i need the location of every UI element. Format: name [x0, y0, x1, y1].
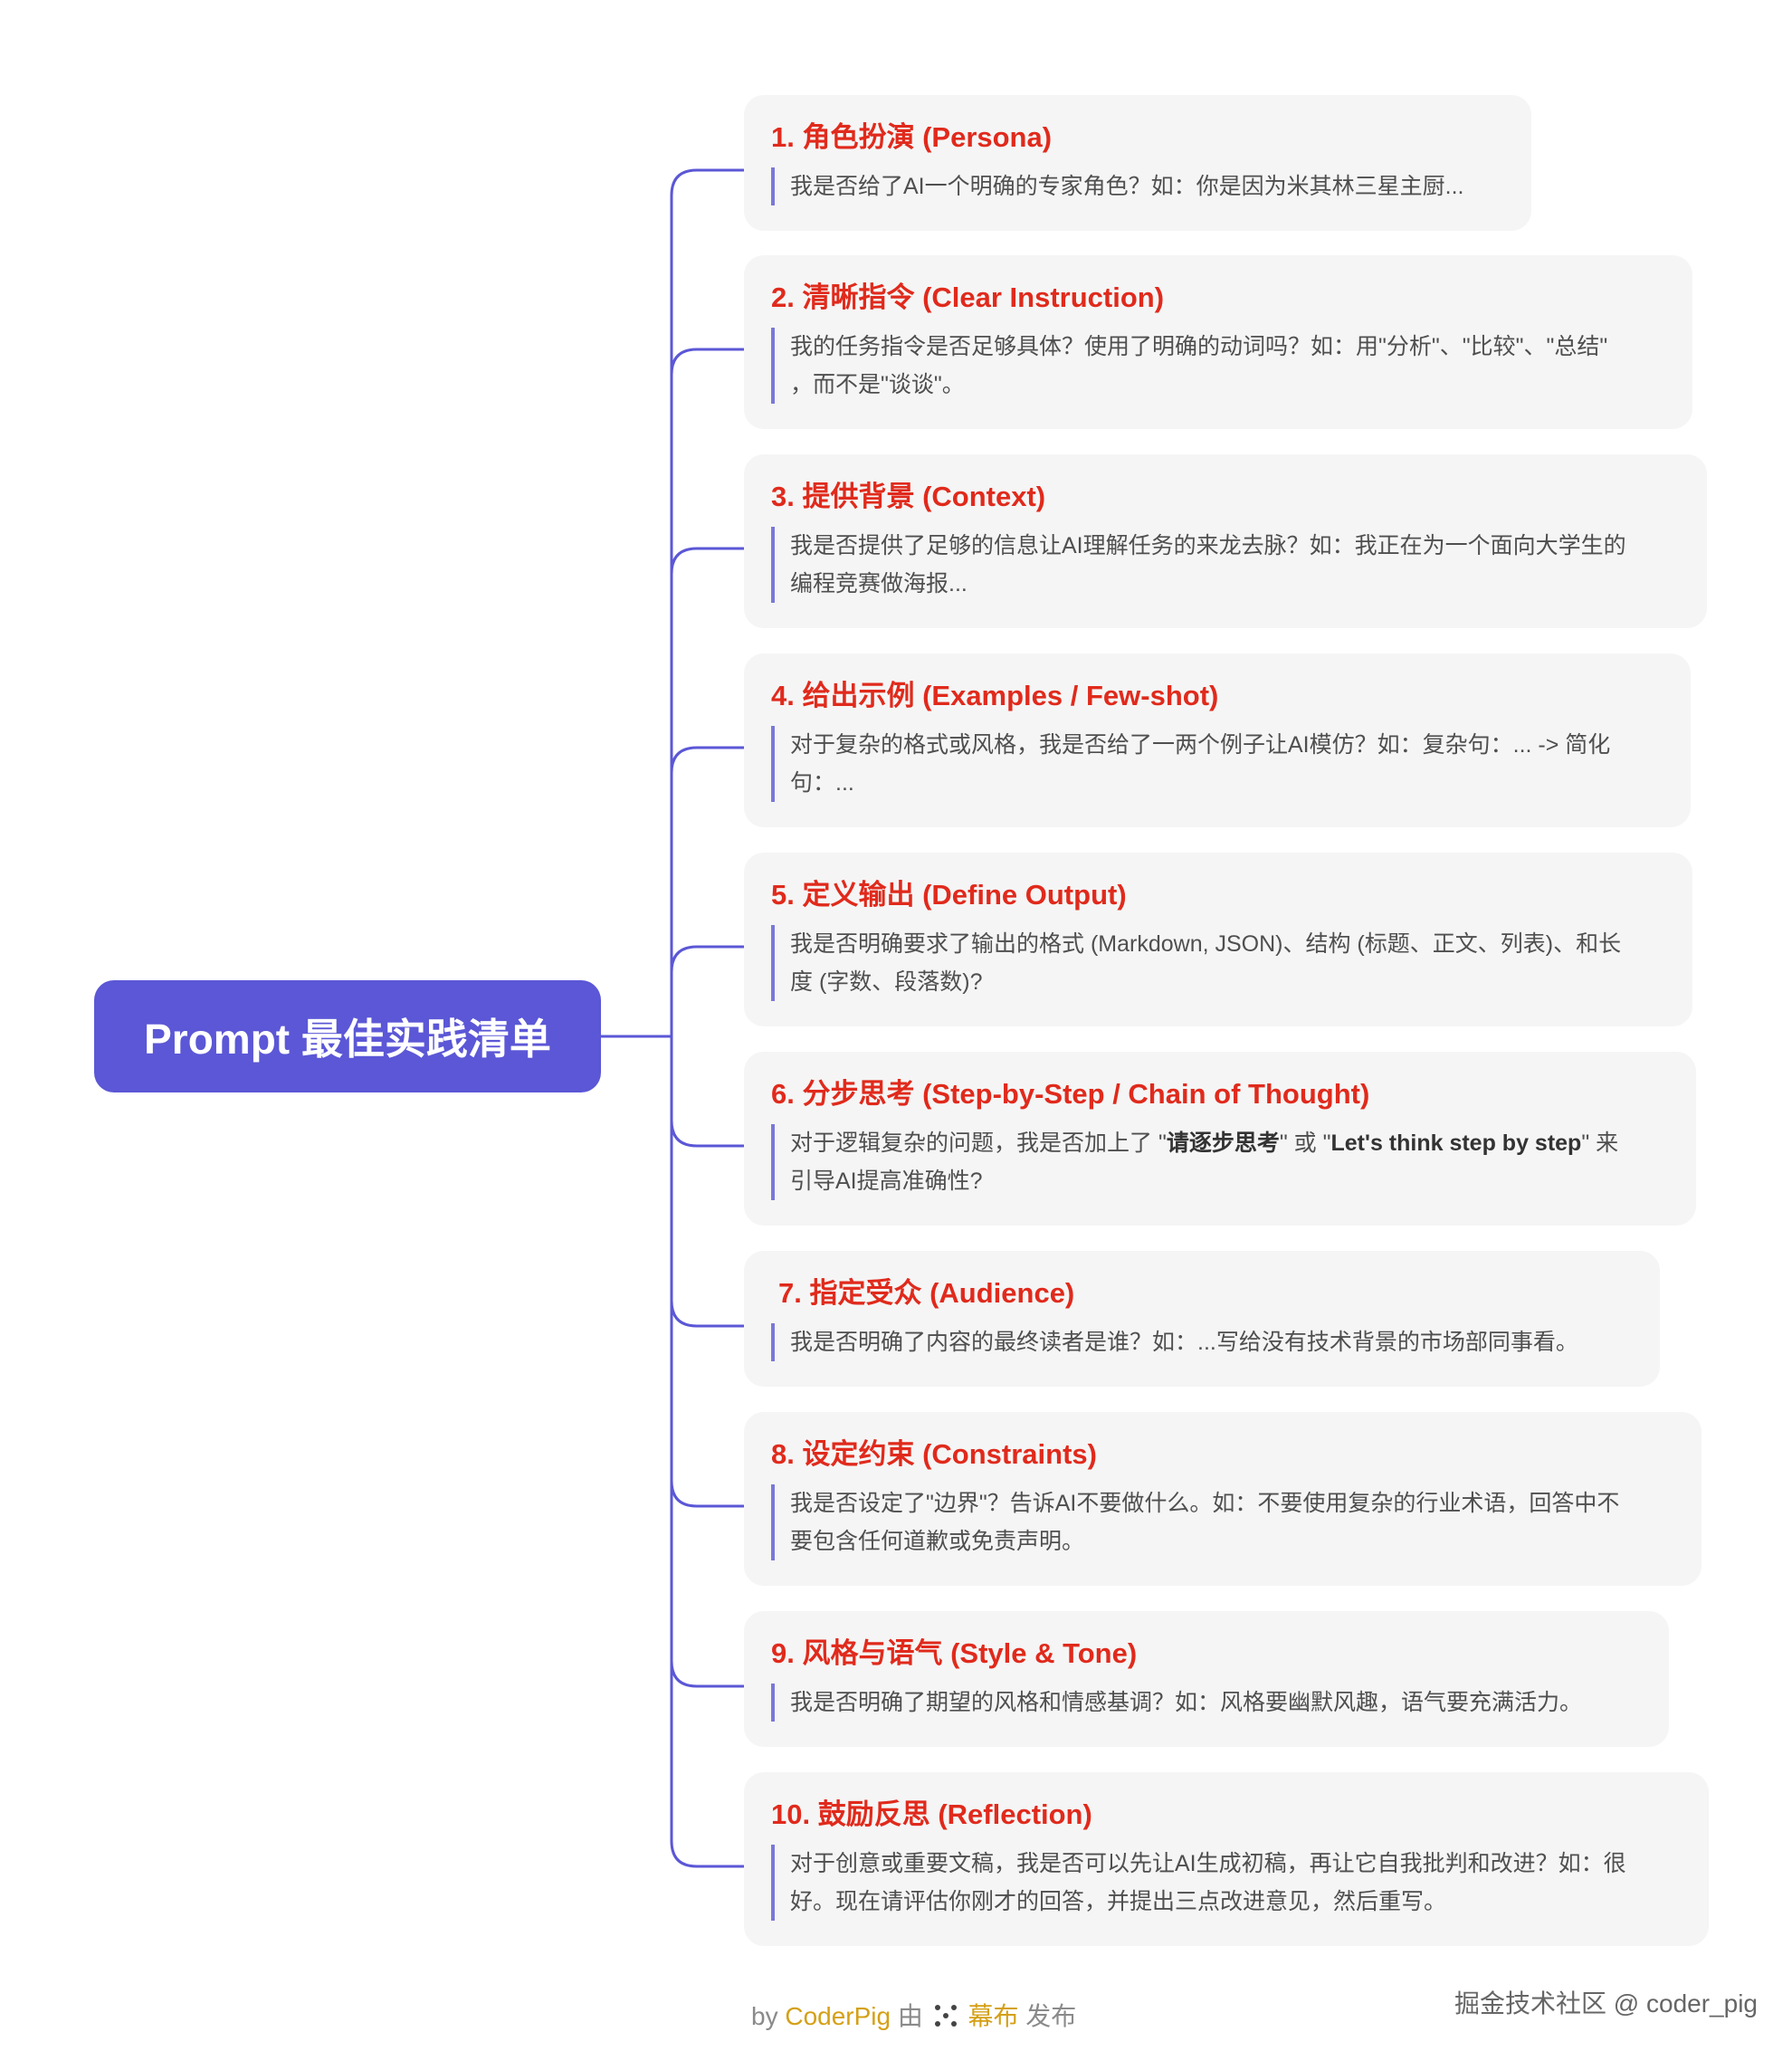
node-description-line: 我的任务指令是否足够具体？使用了明确的动词吗？如：用"分析"、"比较"、"总结": [790, 334, 1608, 359]
node-title: 8. 设定约束 (Constraints): [771, 1438, 1097, 1470]
footer-by: by: [751, 2002, 778, 2030]
node-description-line: 我是否明确要求了输出的格式 (Markdown, JSON)、结构 (标题、正文…: [790, 931, 1622, 957]
checklist-node-3[interactable]: 3. 提供背景 (Context) 我是否提供了足够的信息让AI理解任务的来龙去…: [744, 454, 1707, 628]
desc-text: " 或 ": [1279, 1130, 1331, 1156]
node-title: 7. 指定受众 (Audience): [778, 1277, 1075, 1309]
checklist-node-6[interactable]: 6. 分步思考 (Step-by-Step / Chain of Thought…: [744, 1052, 1696, 1226]
desc-bold-text: Let's think step by step: [1330, 1130, 1582, 1156]
checklist-node-8[interactable]: 8. 设定约束 (Constraints) 我是否设定了"边界"？告诉AI不要做…: [744, 1412, 1701, 1586]
node-description: 我是否给了AI一个明确的专家角色？如：你是因为米其林三星主厨...: [771, 167, 1504, 205]
footer-from: 由: [897, 2002, 923, 2030]
node-description-line: 引导AI提高准确性?: [790, 1169, 983, 1194]
node-description-line: 度 (字数、段落数)?: [790, 969, 983, 995]
node-title: 5. 定义输出 (Define Output): [771, 879, 1127, 911]
node-description-line: 我是否明确了内容的最终读者是谁？如：...写给没有技术背景的市场部同事看。: [790, 1330, 1578, 1355]
node-description-line: 对于逻辑复杂的问题，我是否加上了 "请逐步思考" 或 "Let's think …: [790, 1124, 1669, 1162]
desc-text: 对于逻辑复杂的问题，我是否加上了 ": [790, 1130, 1167, 1156]
node-description: 对于逻辑复杂的问题，我是否加上了 "请逐步思考" 或 "Let's think …: [771, 1124, 1669, 1200]
footer-app-link[interactable]: 幕布: [967, 2002, 1019, 2030]
node-title: 1. 角色扮演 (Persona): [771, 121, 1053, 153]
checklist-node-1[interactable]: 1. 角色扮演 (Persona) 我是否给了AI一个明确的专家角色？如：你是因…: [744, 95, 1531, 231]
node-description-line: 编程竞赛做海报...: [790, 571, 967, 596]
branch-connector-9: [670, 1036, 744, 1688]
node-description: 我是否设定了"边界"？告诉AI不要做什么。如：不要使用复杂的行业术语，回答中不 …: [771, 1484, 1674, 1560]
node-description-line: 句：...: [790, 770, 854, 796]
branch-connector-2: [670, 348, 744, 1036]
branch-connector-3: [670, 547, 744, 1036]
node-description-line: 我是否设定了"边界"？告诉AI不要做什么。如：不要使用复杂的行业术语，回答中不: [790, 1491, 1620, 1516]
node-title: 4. 给出示例 (Examples / Few-shot): [771, 680, 1219, 711]
watermark: 掘金技术社区 @ coder_pig: [1454, 1989, 1758, 2018]
root-title: Prompt 最佳实践清单: [144, 1016, 551, 1063]
mindmap-root[interactable]: Prompt 最佳实践清单: [94, 980, 601, 1092]
footer-author-link[interactable]: CoderPig: [785, 2002, 891, 2030]
node-description-line: 我是否给了AI一个明确的专家角色？如：你是因为米其林三星主厨...: [790, 174, 1464, 199]
desc-text: " 来: [1581, 1130, 1619, 1156]
node-description: 我是否明确了内容的最终读者是谁？如：...写给没有技术背景的市场部同事看。: [771, 1323, 1633, 1361]
node-description-line: ，而不是"谈谈"。: [790, 372, 965, 397]
node-description-line: 要包含任何道歉或免责声明。: [790, 1529, 1085, 1554]
node-title: 2. 清晰指令 (Clear Instruction): [771, 281, 1165, 313]
node-description: 我是否提供了足够的信息让AI理解任务的来龙去脉？如：我正在为一个面向大学生的 编…: [771, 527, 1680, 603]
node-description: 我是否明确要求了输出的格式 (Markdown, JSON)、结构 (标题、正文…: [771, 925, 1665, 1001]
node-description: 我是否明确了期望的风格和情感基调？如：风格要幽默风趣，语气要充满活力。: [771, 1684, 1642, 1722]
node-description-line: 好。现在请评估你刚才的回答，并提出三点改进意见，然后重写。: [790, 1889, 1447, 1914]
checklist-node-2[interactable]: 2. 清晰指令 (Clear Instruction) 我的任务指令是否足够具体…: [744, 255, 1692, 429]
branch-connector-8: [670, 1036, 744, 1508]
node-title: 9. 风格与语气 (Style & Tone): [771, 1637, 1138, 1669]
checklist-node-4[interactable]: 4. 给出示例 (Examples / Few-shot) 对于复杂的格式或风格…: [744, 653, 1691, 827]
node-description: 对于创意或重要文稿，我是否可以先让AI生成初稿，再让它自我批判和改进？如：很 好…: [771, 1845, 1682, 1921]
branch-connector-7: [670, 1036, 744, 1328]
checklist-node-9[interactable]: 9. 风格与语气 (Style & Tone) 我是否明确了期望的风格和情感基调…: [744, 1611, 1669, 1747]
checklist-node-10[interactable]: 10. 鼓励反思 (Reflection) 对于创意或重要文稿，我是否可以先让A…: [744, 1772, 1709, 1946]
footer-credit: by CoderPig 由 幕布 发布: [751, 1997, 1076, 2033]
desc-bold-text: 请逐步思考: [1166, 1130, 1280, 1156]
checklist-node-5[interactable]: 5. 定义输出 (Define Output) 我是否明确要求了输出的格式 (M…: [744, 853, 1692, 1026]
node-description-line: 我是否提供了足够的信息让AI理解任务的来龙去脉？如：我正在为一个面向大学生的: [790, 533, 1626, 558]
node-description-line: 我是否明确了期望的风格和情感基调？如：风格要幽默风趣，语气要充满活力。: [790, 1690, 1583, 1715]
node-description-line: 对于复杂的格式或风格，我是否给了一两个例子让AI模仿？如：复杂句：... -> …: [790, 732, 1611, 758]
branch-connector-1: [670, 168, 744, 1036]
node-description: 对于复杂的格式或风格，我是否给了一两个例子让AI模仿？如：复杂句：... -> …: [771, 726, 1663, 802]
node-title: 6. 分步思考 (Step-by-Step / Chain of Thought…: [771, 1078, 1370, 1110]
node-title: 3. 提供背景 (Context): [771, 481, 1046, 512]
node-title: 10. 鼓励反思 (Reflection): [771, 1798, 1092, 1830]
footer-publish: 发布: [1025, 2002, 1077, 2030]
mubu-logo-icon: [934, 2005, 957, 2027]
node-description: 我的任务指令是否足够具体？使用了明确的动词吗？如：用"分析"、"比较"、"总结"…: [771, 328, 1665, 404]
branch-connector-4: [670, 746, 744, 1036]
checklist-node-7[interactable]: 7. 指定受众 (Audience) 我是否明确了内容的最终读者是谁？如：...…: [744, 1251, 1660, 1387]
node-description-line: 对于创意或重要文稿，我是否可以先让AI生成初稿，再让它自我批判和改进？如：很: [790, 1851, 1626, 1876]
branch-connector-6: [670, 1036, 744, 1148]
branch-connector-10: [670, 1036, 744, 1868]
branch-connector-5: [670, 945, 744, 1036]
